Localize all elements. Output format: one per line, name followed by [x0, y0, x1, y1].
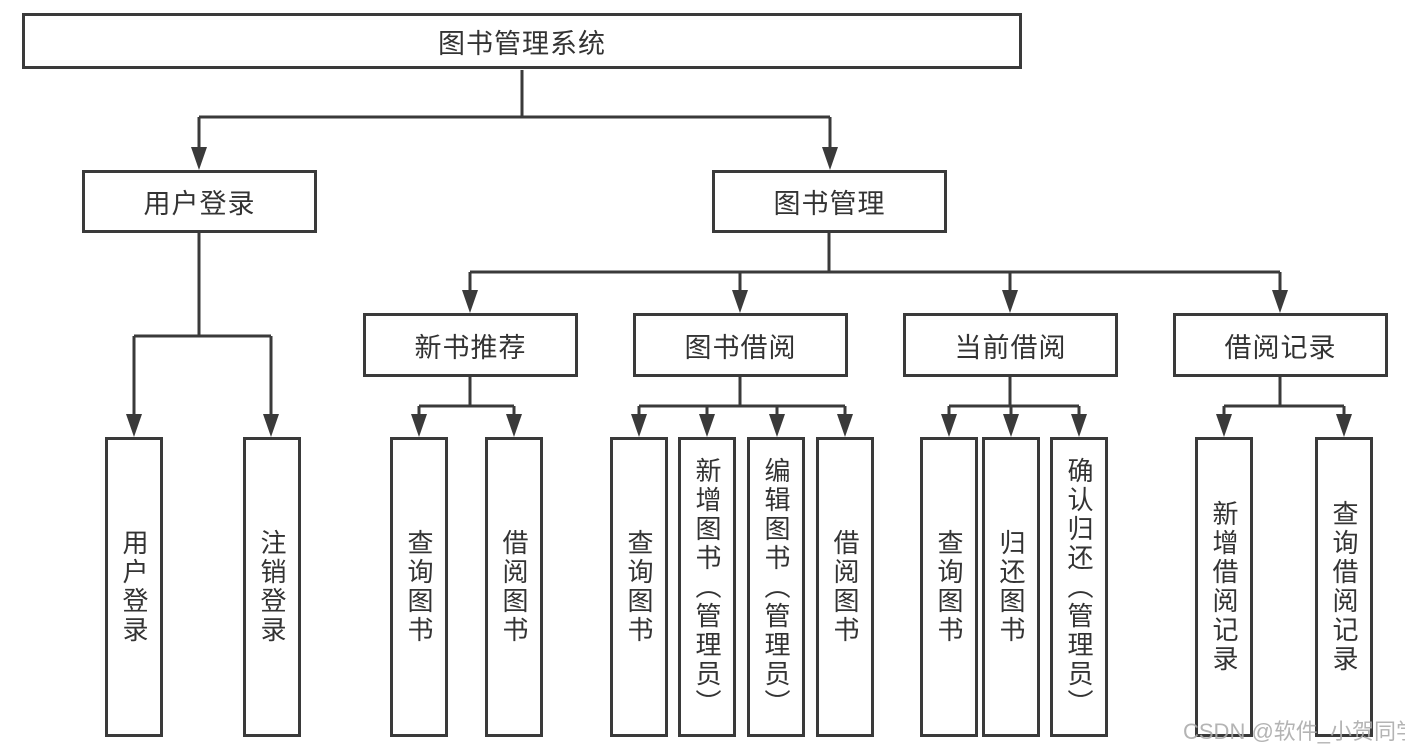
- leaf-logout: 注销登录: [243, 437, 301, 737]
- node-current-borrowing: 当前借阅: [903, 313, 1118, 377]
- node-label: 借阅记录: [1224, 332, 1337, 363]
- node-user-login: 用户登录: [82, 170, 317, 233]
- node-library-management-system: 图书管理系统: [22, 13, 1022, 69]
- leaf-borrow-books-recommend: 借阅图书: [485, 437, 543, 737]
- leaf-user-login: 用户登录: [105, 437, 163, 737]
- node-borrowing-records: 借阅记录: [1173, 313, 1388, 377]
- csdn-watermark: CSDN @软件_小贺同学: [1183, 719, 1405, 744]
- leaf-edit-book-admin: 编辑图书（管理员）: [747, 437, 805, 737]
- arrowheads: [126, 147, 1352, 437]
- node-label: 图书管理: [773, 189, 886, 219]
- leaf-add-book-admin: 新增图书（管理员）: [678, 437, 736, 737]
- leaf-query-books-borrowing: 查询图书: [610, 437, 668, 737]
- node-new-book-recommendation: 新书推荐: [363, 313, 578, 377]
- leaf-return-books: 归还图书: [982, 437, 1040, 737]
- leaf-borrow-books-borrowing: 借阅图书: [816, 437, 874, 737]
- node-label: 图书管理系统: [438, 28, 606, 59]
- leaf-query-books-recommend: 查询图书: [390, 437, 448, 737]
- node-label: 图书借阅: [684, 332, 797, 363]
- leaf-confirm-return-admin: 确认归还（管理员）: [1050, 437, 1108, 737]
- node-label: 当前借阅: [954, 332, 1067, 363]
- node-book-borrowing: 图书借阅: [633, 313, 848, 377]
- leaf-query-borrow-record: 查询借阅记录: [1315, 437, 1373, 737]
- node-label: 用户登录: [143, 189, 256, 219]
- leaf-add-borrow-record: 新增借阅记录: [1195, 437, 1253, 737]
- leaf-query-books-current: 查询图书: [920, 437, 978, 737]
- node-label: 新书推荐: [414, 332, 527, 363]
- node-book-management: 图书管理: [712, 170, 947, 233]
